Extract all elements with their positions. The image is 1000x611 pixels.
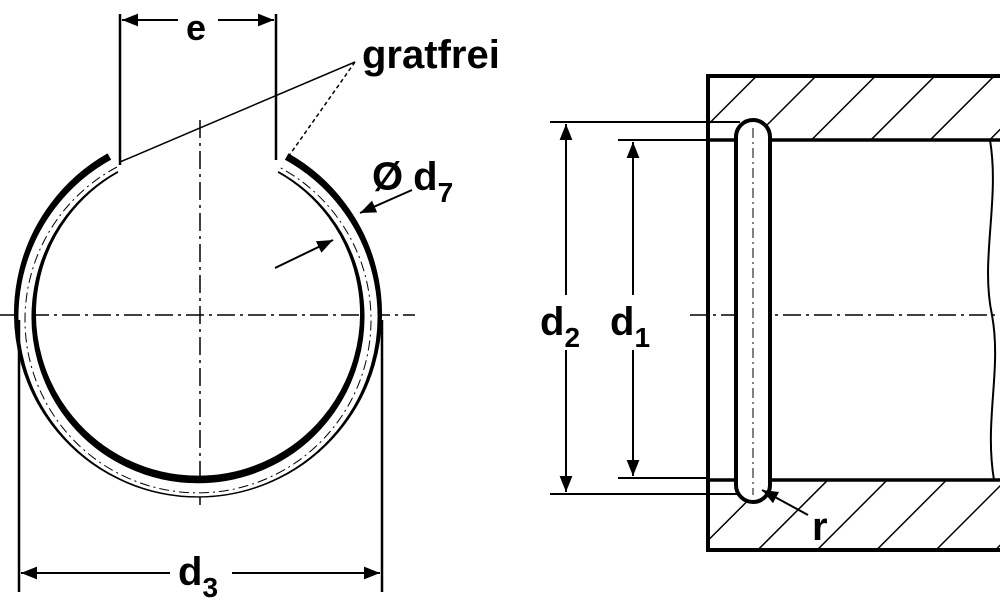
leader-line-r — [761, 489, 809, 516]
ring-body — [18, 159, 378, 497]
housing-outline — [706, 74, 1000, 552]
label-r: r — [812, 505, 828, 549]
label-e: e — [186, 7, 206, 48]
label-d2: d2 — [540, 300, 580, 353]
housing-section-view: d2 d1 r — [540, 74, 1000, 552]
break-line — [987, 139, 997, 481]
label-gratfrei: gratfrei — [362, 33, 500, 77]
label-d3: d3 — [178, 550, 218, 603]
ring-centerline — [24, 166, 372, 494]
leader-line-gratfrei — [285, 61, 356, 161]
leader-line-gratfrei — [119, 61, 356, 163]
dimension-arrow-d7 — [359, 189, 413, 214]
label-d1: d1 — [610, 300, 650, 353]
dimension-arrow-d7 — [274, 239, 334, 269]
